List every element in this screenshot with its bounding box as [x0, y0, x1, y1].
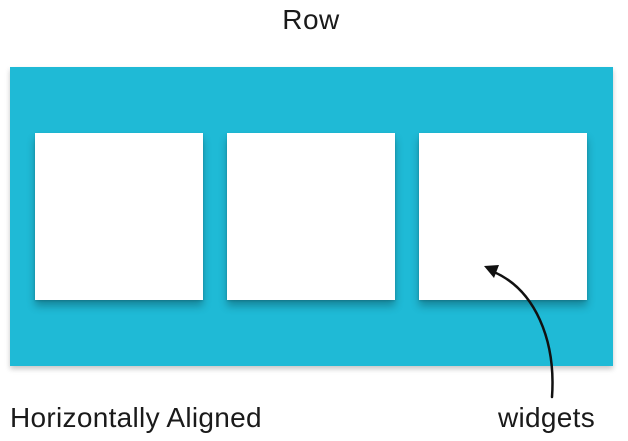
caption-widgets: widgets	[498, 402, 596, 433]
widget-box-3	[419, 133, 587, 300]
row-container	[10, 67, 613, 366]
caption-horizontally-aligned: Horizontally Aligned	[10, 402, 262, 433]
diagram-title: Row	[282, 4, 340, 35]
widget-box-2	[227, 133, 395, 300]
widget-box-1	[35, 133, 203, 300]
